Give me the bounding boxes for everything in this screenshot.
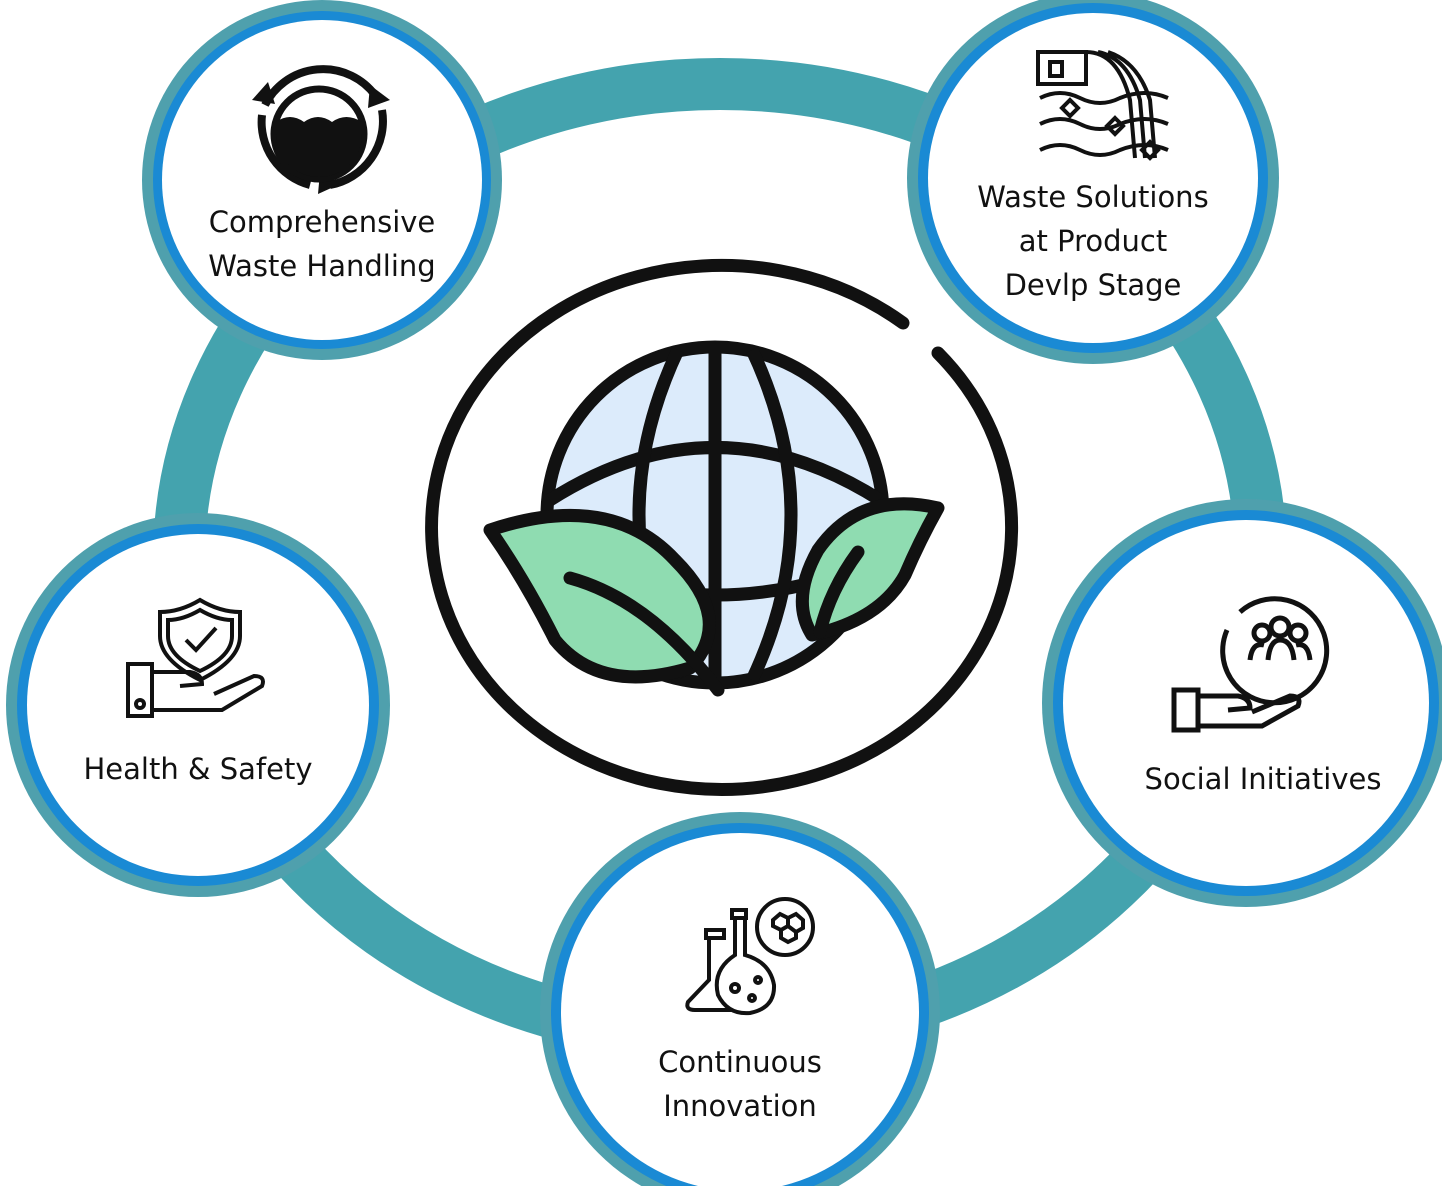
label-health-safety: Health & Safety	[83, 752, 313, 786]
node-innovation	[540, 812, 940, 1190]
lab-flasks-icon	[685, 897, 815, 1016]
label-waste-handling: Comprehensive Waste Handling	[208, 205, 436, 283]
pipe-discharge-icon	[1036, 50, 1169, 161]
label-innovation: Continuous Innovation	[658, 1045, 822, 1123]
water-recycle-icon	[252, 65, 390, 194]
label-social: Social Initiatives	[1144, 762, 1382, 796]
community-hand-icon	[1171, 596, 1330, 733]
node-health-safety	[6, 513, 390, 897]
shield-hand-icon	[126, 597, 265, 718]
node-social	[1042, 499, 1442, 907]
node-waste-solutions	[907, 0, 1279, 364]
globe-with-leaves-icon	[425, 258, 1019, 796]
label-waste-solutions: Waste Solutions at Product Devlp Stage	[977, 180, 1209, 302]
node-waste-handling	[142, 0, 502, 360]
